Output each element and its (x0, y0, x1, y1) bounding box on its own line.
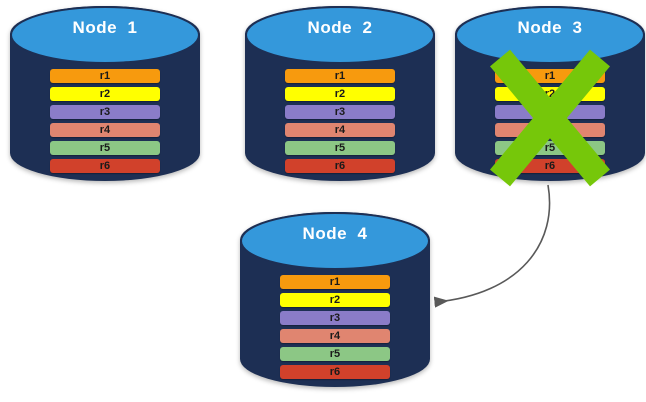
replica-row-list-1: r1 r2 r3 r4 r5 r6 (49, 69, 161, 173)
node-label-4: Node 4 (302, 224, 368, 243)
replica-row[interactable]: r1 (284, 69, 396, 83)
node-label-1: Node 1 (72, 18, 138, 37)
replica-row[interactable]: r2 (279, 293, 391, 307)
cylinder-top-ellipse (240, 212, 430, 270)
replica-row[interactable]: r4 (279, 329, 391, 343)
replica-row[interactable]: r5 (494, 141, 606, 155)
replica-row[interactable]: r4 (494, 123, 606, 137)
replica-row[interactable]: r3 (279, 311, 391, 325)
cylinder-top-ellipse (245, 6, 435, 64)
replica-row[interactable]: r2 (49, 87, 161, 101)
replica-row[interactable]: r6 (49, 159, 161, 173)
replica-row-list-3: r1 r2 r3 r4 r5 r6 (494, 69, 606, 173)
node-label-2: Node 2 (307, 18, 373, 37)
node-cylinder-4[interactable]: Node 4 r1 r2 r3 r4 r5 r6 (240, 212, 430, 387)
replica-row[interactable]: r3 (284, 105, 396, 119)
node-cylinder-3[interactable]: Node 3 r1 r2 r3 r4 r5 r6 (455, 6, 645, 181)
cylinder-top-ellipse (10, 6, 200, 64)
arrow-path (433, 184, 551, 308)
replica-row[interactable]: r5 (284, 141, 396, 155)
replica-row[interactable]: r3 (49, 105, 161, 119)
node-label-3: Node 3 (517, 18, 583, 37)
replica-row[interactable]: r6 (284, 159, 396, 173)
replica-row[interactable]: r4 (49, 123, 161, 137)
replica-row[interactable]: r6 (279, 365, 391, 379)
replica-row[interactable]: r1 (494, 69, 606, 83)
replica-row-list-2: r1 r2 r3 r4 r5 r6 (284, 69, 396, 173)
replica-row[interactable]: r6 (494, 159, 606, 173)
replica-row[interactable]: r5 (49, 141, 161, 155)
replica-row[interactable]: r2 (284, 87, 396, 101)
replica-row[interactable]: r4 (284, 123, 396, 137)
node-cylinder-2[interactable]: Node 2 r1 r2 r3 r4 r5 r6 (245, 6, 435, 181)
replica-row[interactable]: r1 (279, 275, 391, 289)
replica-row-list-4: r1 r2 r3 r4 r5 r6 (279, 275, 391, 379)
replica-row[interactable]: r1 (49, 69, 161, 83)
replica-row[interactable]: r3 (494, 105, 606, 119)
replica-row[interactable]: r2 (494, 87, 606, 101)
replica-row[interactable]: r5 (279, 347, 391, 361)
node-cylinder-1[interactable]: Node 1 r1 r2 r3 r4 r5 r6 (10, 6, 200, 181)
